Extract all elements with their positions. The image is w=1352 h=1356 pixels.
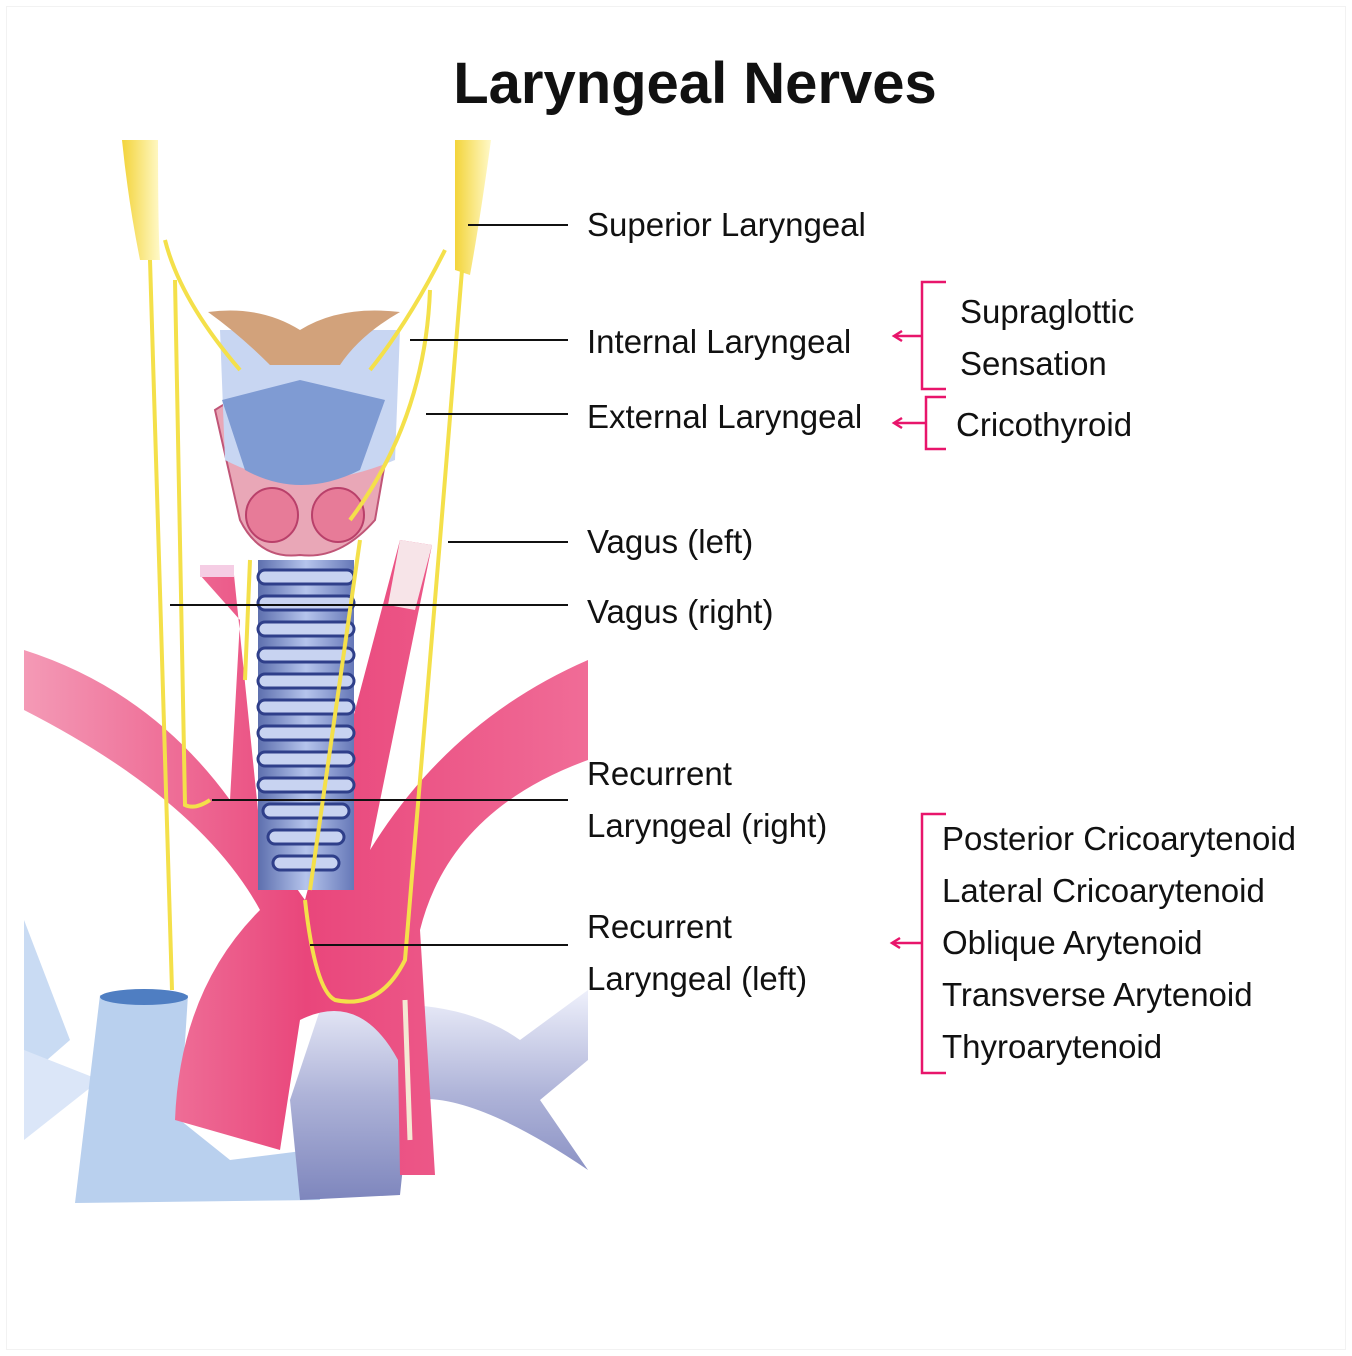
muscle-item: Posterior Cricoarytenoid [942, 820, 1296, 857]
label-vagus-right: Vagus (right) [587, 593, 774, 630]
trachea-ring [256, 750, 356, 768]
brackets [889, 280, 946, 1075]
muscle-item: Lateral Cricoarytenoid [942, 872, 1265, 909]
trachea-ring [271, 854, 341, 872]
trachea-ring [256, 620, 356, 638]
arteries [24, 540, 588, 1175]
label-internal-laryngeal: Internal Laryngeal [587, 323, 852, 360]
label-vagus-left: Vagus (left) [587, 523, 754, 560]
larynx [208, 310, 400, 557]
trachea-ring [256, 698, 356, 716]
label-line: Recurrent [587, 908, 732, 945]
muscle-item: Thyroarytenoid [942, 1028, 1163, 1065]
trachea-ring [256, 776, 356, 794]
trachea-ring [266, 828, 346, 846]
label-line: Laryngeal (right) [587, 807, 828, 844]
muscle-item: Transverse Arytenoid [942, 976, 1253, 1013]
trachea-ring [256, 724, 356, 742]
trachea-ring [256, 672, 356, 690]
function-line: Sensation [960, 345, 1107, 382]
label-superior-laryngeal: Superior Laryngeal [587, 206, 866, 243]
label-recurrent-right: Recurrent Laryngeal (right) [587, 748, 827, 852]
function-line: Supraglottic [960, 293, 1135, 330]
muscle-item: Oblique Arytenoid [942, 924, 1203, 961]
label-line: Laryngeal (left) [587, 960, 808, 997]
label-external-laryngeal: External Laryngeal [587, 398, 863, 435]
nerves [122, 140, 491, 1141]
trachea-ring [261, 802, 351, 820]
leader-lines [170, 224, 568, 946]
label-recurrent-left: Recurrent Laryngeal (left) [587, 901, 807, 1005]
trachea [256, 560, 356, 890]
diagram-title: Laryngeal Nerves [453, 51, 937, 116]
function-supraglottic-sensation: Supraglottic Sensation [960, 286, 1134, 390]
function-cricothyroid: Cricothyroid [956, 406, 1133, 443]
trachea-ring [256, 568, 356, 586]
image-frame [6, 6, 1346, 1350]
label-line: Recurrent [587, 755, 732, 792]
veins [24, 920, 588, 1203]
function-recurrent-muscles: Posterior Cricoarytenoid Lateral Cricoar… [942, 813, 1296, 1073]
trachea-ring [256, 646, 356, 664]
trachea-ring [256, 594, 356, 612]
